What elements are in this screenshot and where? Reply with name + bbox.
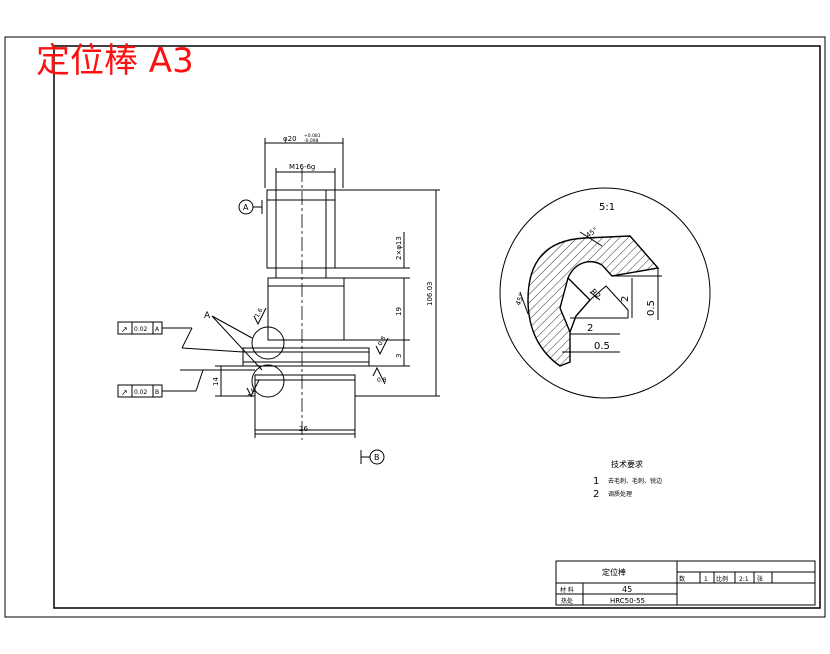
detail-scale: 5:1 <box>599 202 615 213</box>
dim-top-diameter: φ20 <box>283 135 297 143</box>
drawing-title: 定位棒 A3 <box>36 41 194 81</box>
roughness-value-4: 0.8 <box>377 377 387 384</box>
dim-top-tol-upper: +0.081 <box>304 133 321 139</box>
gtol-1-value: 0.02 <box>134 326 148 333</box>
dim-groove: 2×φ13 <box>395 236 403 260</box>
gtol-1-datum: A <box>155 326 160 333</box>
title-block-cell-2: 1 <box>704 576 708 583</box>
groove <box>275 267 327 279</box>
roughness-symbol-2 <box>246 379 260 398</box>
dim-top-tol-lower: -0.098 <box>304 138 319 144</box>
gtol-2-datum: B <box>155 389 159 396</box>
inner-frame <box>53 45 821 609</box>
gtol-1-symbol: ↗ <box>121 325 128 334</box>
title-block-heat-label: 热处 <box>561 597 573 605</box>
dim-thread: M16-6g <box>289 163 315 171</box>
detail-dim-05-vertical: 0.5 <box>646 300 657 316</box>
title-block <box>555 560 816 606</box>
title-block-heat-value: HRC50-55 <box>610 597 645 605</box>
title-block-cell-1: 数 <box>679 575 685 583</box>
title-block-material-label: 材 料 <box>560 586 574 594</box>
gtol-2-value: 0.02 <box>134 389 148 396</box>
tech-req-item-1-num: 1 <box>593 476 599 487</box>
datum-b-label: B <box>374 453 380 462</box>
main-view <box>117 138 440 465</box>
roughness-value-2: 1.6 <box>247 387 258 399</box>
tech-req-item-2-text: 调质处理 <box>608 490 632 498</box>
detail-dim-05-horizontal: 0.5 <box>594 341 610 352</box>
base-cylinder <box>254 374 356 431</box>
title-block-cell-3: 比例 <box>716 575 728 583</box>
title-block-cell-5: 张 <box>757 575 763 583</box>
detail-dim-2-vertical: 2 <box>620 296 631 302</box>
middle-body <box>267 285 345 341</box>
detail-boundary-circle <box>499 187 711 399</box>
detail-circle-lower <box>251 364 285 398</box>
roughness-value-1: 1.6 <box>254 307 265 319</box>
roughness-symbol-1 <box>253 307 267 326</box>
title-block-cell-4: 2:1 <box>739 576 749 583</box>
dim-total-length: 106.03 <box>426 282 434 307</box>
tech-req-item-2-num: 2 <box>593 489 599 500</box>
tech-req-item-1-text: 去毛刺、毛刺、锐边 <box>608 477 662 485</box>
dim-3: 3 <box>395 354 403 358</box>
dim-19: 19 <box>395 307 403 316</box>
roughness-value-3: 0.8 <box>377 335 388 347</box>
roughness-symbol-4 <box>372 366 386 385</box>
detail-dim-2-horizontal: 2 <box>587 323 593 334</box>
title-block-material-value: 45 <box>622 585 632 594</box>
thread-cylinder <box>266 189 336 269</box>
outer-border <box>4 36 826 618</box>
collar <box>242 347 370 367</box>
tech-req-heading: 技术要求 <box>611 459 643 469</box>
detail-view <box>499 187 711 399</box>
title-block-part-name: 定位棒 <box>602 567 626 577</box>
dim-26: 26 <box>299 425 308 433</box>
main-body <box>267 277 345 287</box>
detail-angle-2: 45° <box>514 292 526 306</box>
roughness-symbol-3 <box>375 337 389 356</box>
dim-14: 14 <box>212 377 220 386</box>
datum-a-label: A <box>243 203 249 212</box>
detail-circle-upper <box>251 326 285 360</box>
detail-callout-label: A <box>204 311 211 321</box>
detail-section-hatched <box>527 235 660 367</box>
gtol-2-symbol: ↗ <box>121 388 128 397</box>
